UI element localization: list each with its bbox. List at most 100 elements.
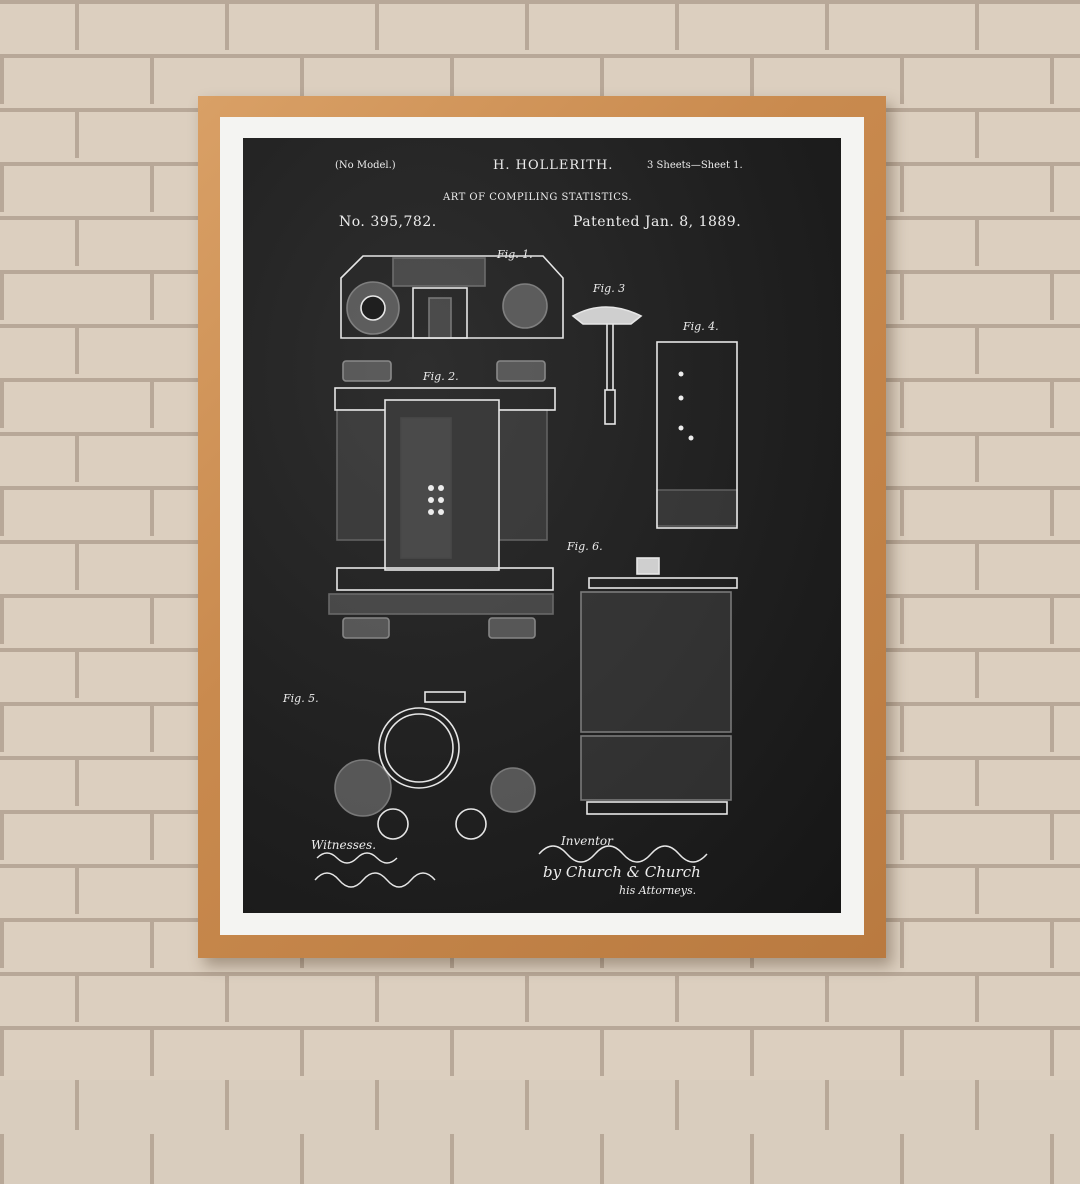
sheets-label: 3 Sheets—Sheet 1.	[647, 160, 743, 171]
brick-joint	[825, 972, 829, 1022]
brick-row	[0, 54, 1080, 104]
brick-joint	[975, 432, 979, 482]
brick-joint	[75, 864, 79, 914]
brick-joint	[450, 1026, 454, 1076]
brick-joint	[900, 810, 904, 860]
brick-joint	[0, 810, 4, 860]
brick-joint	[75, 108, 79, 158]
brick-joint	[1050, 378, 1054, 428]
brick-joint	[300, 1026, 304, 1076]
brick-joint	[900, 918, 904, 968]
brick-joint	[0, 378, 4, 428]
patent-poster: (No Model.) H. HOLLERITH. 3 Sheets—Sheet…	[243, 138, 841, 913]
brick-joint	[900, 486, 904, 536]
brick-joint	[675, 972, 679, 1022]
brick-joint	[600, 1026, 604, 1076]
brick-joint	[225, 0, 229, 50]
brick-joint	[0, 162, 4, 212]
brick-joint	[900, 270, 904, 320]
fig3-label: Fig. 3	[593, 282, 626, 295]
brick-joint	[375, 0, 379, 50]
brick-joint	[900, 594, 904, 644]
brick-joint	[1050, 810, 1054, 860]
brick-joint	[675, 1080, 679, 1130]
brick-joint	[450, 54, 454, 104]
brick-row	[0, 972, 1080, 1022]
brick-joint	[975, 972, 979, 1022]
witnesses-label: Witnesses.	[311, 838, 377, 852]
brick-joint	[75, 540, 79, 590]
brick-joint	[300, 54, 304, 104]
brick-joint	[900, 162, 904, 212]
brick-joint	[975, 108, 979, 158]
patent-drawings	[314, 255, 738, 888]
fig1-label: Fig. 1.	[497, 248, 533, 261]
inventor-label: Inventor	[561, 834, 613, 848]
brick-joint	[0, 54, 4, 104]
brick-joint	[825, 0, 829, 50]
brick-joint	[0, 270, 4, 320]
brick-joint	[975, 216, 979, 266]
brick-joint	[150, 594, 154, 644]
brick-joint	[75, 324, 79, 374]
brick-joint	[975, 540, 979, 590]
brick-joint	[1050, 1026, 1054, 1076]
brick-joint	[0, 1026, 4, 1076]
brick-row	[0, 1080, 1080, 1130]
inventor-name: H. HOLLERITH.	[493, 158, 614, 173]
brick-joint	[975, 648, 979, 698]
patent-title: ART OF COMPILING STATISTICS.	[443, 192, 633, 203]
brick-joint	[150, 162, 154, 212]
brick-joint	[0, 1134, 4, 1184]
brick-joint	[150, 486, 154, 536]
brick-joint	[150, 918, 154, 968]
brick-joint	[450, 1134, 454, 1184]
brick-joint	[900, 378, 904, 428]
brick-joint	[525, 972, 529, 1022]
brick-joint	[975, 324, 979, 374]
attorneys-label: his Attorneys.	[619, 884, 697, 897]
brick-joint	[150, 810, 154, 860]
brick-joint	[75, 0, 79, 50]
brick-joint	[750, 1026, 754, 1076]
brick-joint	[375, 972, 379, 1022]
brick-joint	[1050, 486, 1054, 536]
brick-joint	[1050, 270, 1054, 320]
fig1-housing	[340, 255, 564, 339]
brick-row	[0, 1134, 1080, 1184]
brick-joint	[300, 1134, 304, 1184]
fig6-label: Fig. 6.	[567, 540, 603, 553]
brick-joint	[525, 0, 529, 50]
brick-joint	[1050, 54, 1054, 104]
fig2-label: Fig. 2.	[423, 370, 459, 383]
no-model-label: (No Model.)	[335, 160, 396, 171]
brick-joint	[975, 864, 979, 914]
brick-joint	[75, 648, 79, 698]
fig5-label: Fig. 5.	[283, 692, 319, 705]
brick-joint	[225, 1080, 229, 1130]
brick-joint	[825, 1080, 829, 1130]
brick-joint	[1050, 162, 1054, 212]
brick-joint	[150, 702, 154, 752]
brick-joint	[600, 1134, 604, 1184]
brick-joint	[75, 972, 79, 1022]
brick-joint	[75, 756, 79, 806]
brick-joint	[675, 0, 679, 50]
brick-joint	[225, 972, 229, 1022]
brick-joint	[75, 216, 79, 266]
brick-joint	[0, 594, 4, 644]
brick-joint	[375, 1080, 379, 1130]
patent-number: No. 395,782.	[339, 214, 437, 230]
brick-joint	[0, 918, 4, 968]
brick-joint	[750, 54, 754, 104]
attorneys-signature: by Church & Church	[543, 863, 701, 881]
brick-joint	[150, 1134, 154, 1184]
fig4-label: Fig. 4.	[683, 320, 719, 333]
brick-joint	[600, 54, 604, 104]
brick-joint	[0, 702, 4, 752]
brick-joint	[150, 54, 154, 104]
brick-joint	[150, 270, 154, 320]
brick-joint	[1050, 918, 1054, 968]
brick-joint	[75, 432, 79, 482]
brick-joint	[750, 1134, 754, 1184]
